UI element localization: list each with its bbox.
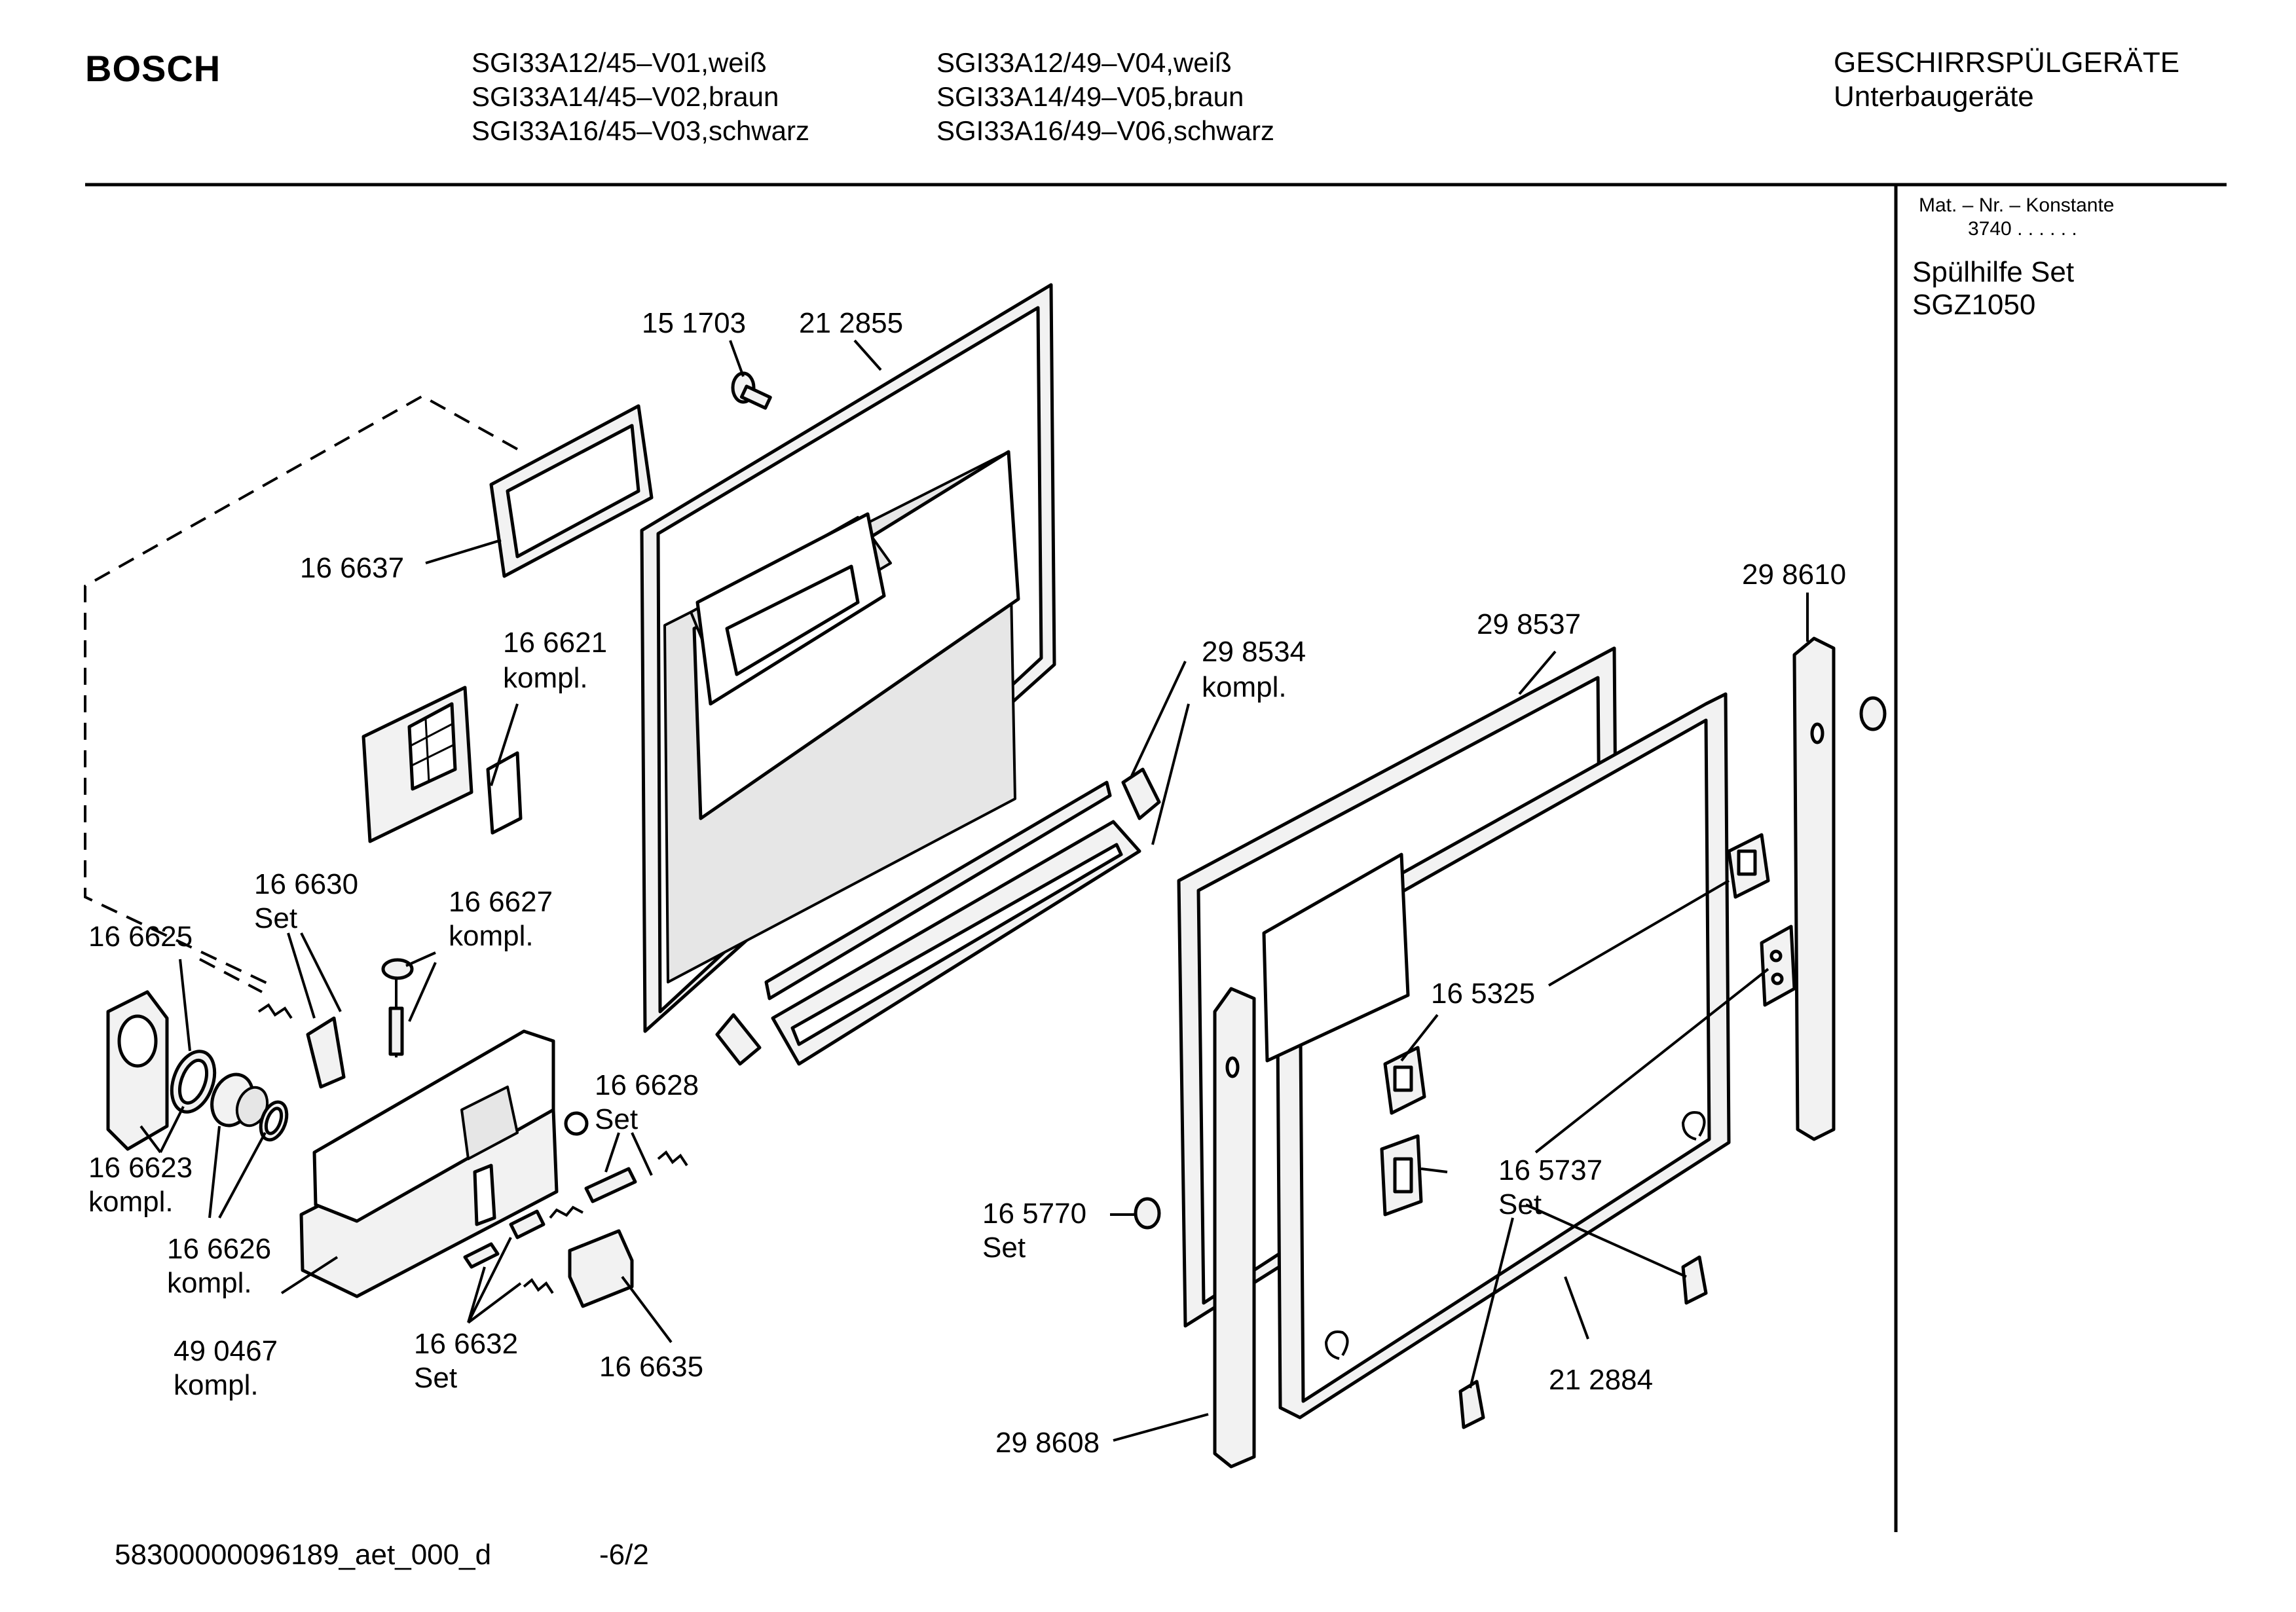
label-166628-sub: Set bbox=[595, 1103, 638, 1135]
part-labels: 15 1703 21 2855 16 6637 16 6621 kompl. 2… bbox=[88, 307, 1846, 1459]
label-166628: 16 6628 bbox=[595, 1069, 699, 1101]
clip-small-b bbox=[1458, 1380, 1485, 1429]
label-165325: 16 5325 bbox=[1431, 978, 1535, 1010]
label-151703: 15 1703 bbox=[642, 307, 746, 339]
label-490467-sub: kompl. bbox=[174, 1369, 259, 1401]
model-list-col2: SGI33A12/49–V04,weiß SGI33A14/49–V05,bra… bbox=[936, 46, 1274, 148]
knob-cover bbox=[106, 990, 169, 1151]
label-166632-sub: Set bbox=[414, 1362, 457, 1394]
spring-set bbox=[257, 1003, 346, 1089]
label-212855: 21 2855 bbox=[799, 307, 903, 339]
push-rod bbox=[381, 958, 414, 1057]
label-298534-sub: kompl. bbox=[1202, 671, 1287, 703]
dispenser-cover-frame bbox=[489, 404, 654, 578]
clip-lower bbox=[1380, 1134, 1423, 1217]
subcategory-title: Unterbaugeräte bbox=[1834, 81, 2034, 113]
decor-frame bbox=[1262, 692, 1731, 1420]
door-seal-strips bbox=[764, 780, 1141, 1066]
label-166630-sub: Set bbox=[254, 902, 297, 934]
category-title: GESCHIRRSPÜLGERÄTE bbox=[1834, 46, 2180, 79]
doc-id: 58300000096189_aet_000_d bbox=[115, 1539, 492, 1571]
knob-ring bbox=[170, 1050, 217, 1114]
label-166630: 16 6630 bbox=[254, 868, 358, 900]
label-165770-sub: Set bbox=[982, 1232, 1026, 1264]
model-item: SGI33A16/45–V03,schwarz bbox=[472, 115, 809, 146]
accessory-name: Spülhilfe Set bbox=[1912, 256, 2075, 288]
knob-gasket bbox=[259, 1100, 289, 1142]
label-212884: 21 2884 bbox=[1549, 1364, 1653, 1396]
keyhole-cutout bbox=[1324, 1330, 1349, 1360]
label-165737: 16 5737 bbox=[1498, 1154, 1602, 1186]
hinge-bracket-lower bbox=[1383, 1046, 1426, 1115]
label-166626: 16 6626 bbox=[167, 1233, 271, 1265]
label-166637: 16 6637 bbox=[300, 552, 404, 584]
label-166621: 16 6621 bbox=[503, 627, 607, 659]
model-item: SGI33A12/49–V04,weiß bbox=[936, 47, 1232, 78]
model-item: SGI33A14/45–V02,braun bbox=[472, 81, 779, 112]
label-166626-sub: kompl. bbox=[167, 1267, 252, 1299]
model-list-col1: SGI33A12/45–V01,weiß SGI33A14/45–V02,bra… bbox=[472, 46, 809, 148]
category-block: GESCHIRRSPÜLGERÄTE Unterbaugeräte bbox=[1834, 46, 2179, 114]
label-166621-sub: kompl. bbox=[503, 662, 588, 694]
label-165737-sub: Set bbox=[1498, 1188, 1542, 1220]
label-166627-sub: kompl. bbox=[449, 920, 534, 952]
accessory-code: SGZ1050 bbox=[1912, 289, 2036, 321]
label-298610: 29 8610 bbox=[1742, 559, 1846, 591]
page-number: -6/2 bbox=[599, 1539, 649, 1571]
inner-door-panel bbox=[640, 283, 1056, 1033]
model-item: SGI33A14/49–V05,braun bbox=[936, 81, 1244, 112]
control-panel-assembly bbox=[299, 1029, 559, 1298]
clip-small-a bbox=[1681, 1255, 1708, 1305]
label-166627: 16 6627 bbox=[449, 886, 553, 918]
hinge-bracket-upper bbox=[1727, 833, 1770, 899]
door-switch bbox=[568, 1229, 634, 1308]
leader-lines bbox=[139, 339, 1809, 1442]
label-490467: 49 0467 bbox=[174, 1335, 278, 1367]
label-298608: 29 8608 bbox=[995, 1427, 1100, 1459]
side-trim-left bbox=[1213, 987, 1256, 1469]
label-166625: 16 6625 bbox=[88, 921, 193, 953]
dashed-leader bbox=[84, 394, 518, 987]
label-165770: 16 5770 bbox=[982, 1198, 1086, 1230]
model-item: SGI33A12/45–V01,weiß bbox=[472, 47, 767, 78]
spring-parts bbox=[463, 1205, 583, 1294]
mat-nr-label: Mat. – Nr. – Konstante bbox=[1919, 194, 2115, 216]
label-166623: 16 6623 bbox=[88, 1152, 193, 1184]
keyhole-cutout bbox=[1681, 1111, 1706, 1141]
label-166623-sub: kompl. bbox=[88, 1186, 174, 1218]
side-trim-right bbox=[1792, 636, 1887, 1141]
door-stop bbox=[1134, 1197, 1161, 1230]
seal-clip-left bbox=[715, 1013, 762, 1066]
seal-clip-right bbox=[1121, 767, 1161, 820]
screw-151703 bbox=[731, 371, 772, 410]
clip-upper bbox=[1760, 925, 1796, 1007]
model-item: SGI33A16/49–V06,schwarz bbox=[936, 115, 1274, 146]
label-298534: 29 8534 bbox=[1202, 636, 1306, 668]
label-166635: 16 6635 bbox=[599, 1351, 703, 1383]
label-298537: 29 8537 bbox=[1477, 608, 1581, 640]
label-166632: 16 6632 bbox=[414, 1328, 518, 1360]
brand-logo: BOSCH bbox=[85, 48, 221, 89]
lever-spring-set bbox=[564, 1111, 688, 1203]
knob-shaft bbox=[210, 1072, 269, 1127]
dispenser-insert bbox=[361, 686, 523, 843]
mat-nr-value: 3740 . . . . . . bbox=[1968, 218, 2077, 240]
